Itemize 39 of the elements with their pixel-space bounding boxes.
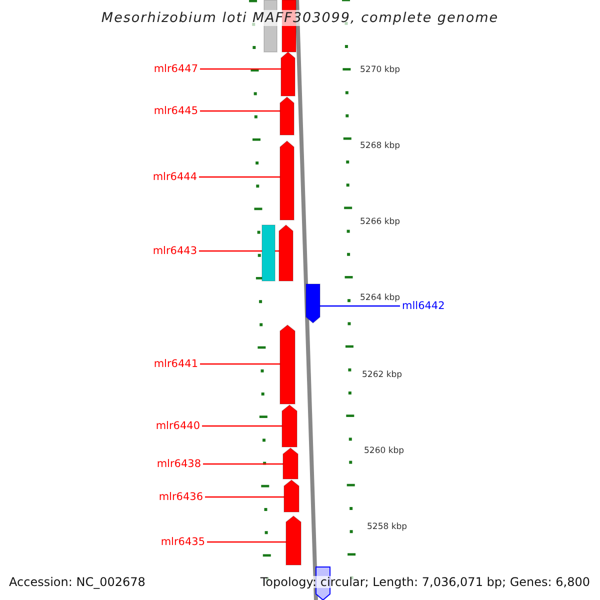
gene-block [284, 480, 299, 512]
scale-label: 5266 kbp [360, 216, 400, 228]
leader-line [200, 110, 280, 112]
gene-label: mlr6440 [156, 420, 200, 432]
gene-label: mlr6441 [154, 358, 198, 370]
leader-line [199, 176, 280, 178]
gene-label: mll6442 [402, 300, 445, 312]
scale-label: 5268 kbp [360, 140, 400, 152]
gene-label: mlr6436 [158, 491, 203, 503]
leader-line [207, 541, 286, 543]
gene-block [306, 284, 320, 323]
scale-label: 5260 kbp [364, 445, 404, 457]
scale-label: 5264 kbp [360, 292, 400, 304]
gene-block [280, 325, 295, 404]
gene-label: mlr6445 [154, 105, 198, 117]
gene-label: mlr6438 [156, 458, 201, 470]
scale-label: 5258 kbp [367, 521, 408, 533]
gene-block [286, 516, 301, 565]
scale-label: 5270 kbp [360, 64, 400, 76]
gene-block [279, 225, 293, 281]
leader-line [200, 68, 281, 70]
leader-line [205, 496, 284, 498]
gene-block [282, 405, 297, 447]
genome-info-text: Topology: circular; Length: 7,036,071 bp; Genes: 6,800 [260, 576, 590, 588]
gene-label: mlr6444 [152, 171, 197, 183]
gene-label: mlr6447 [154, 63, 198, 75]
gene-label: mlr6443 [152, 245, 197, 257]
gene-block [280, 141, 294, 220]
accession-text: Accession: NC_002678 [9, 576, 146, 588]
gene-block [281, 52, 295, 96]
leader-line [200, 363, 280, 365]
feature-bar [262, 225, 275, 281]
gene-block [283, 448, 298, 479]
gene-block [280, 97, 294, 135]
gene-label: mlr6435 [160, 536, 205, 548]
scale-label: 5262 kbp [362, 369, 402, 381]
leader-line [320, 305, 400, 307]
leader-line [202, 425, 282, 427]
leader-line [203, 463, 283, 465]
